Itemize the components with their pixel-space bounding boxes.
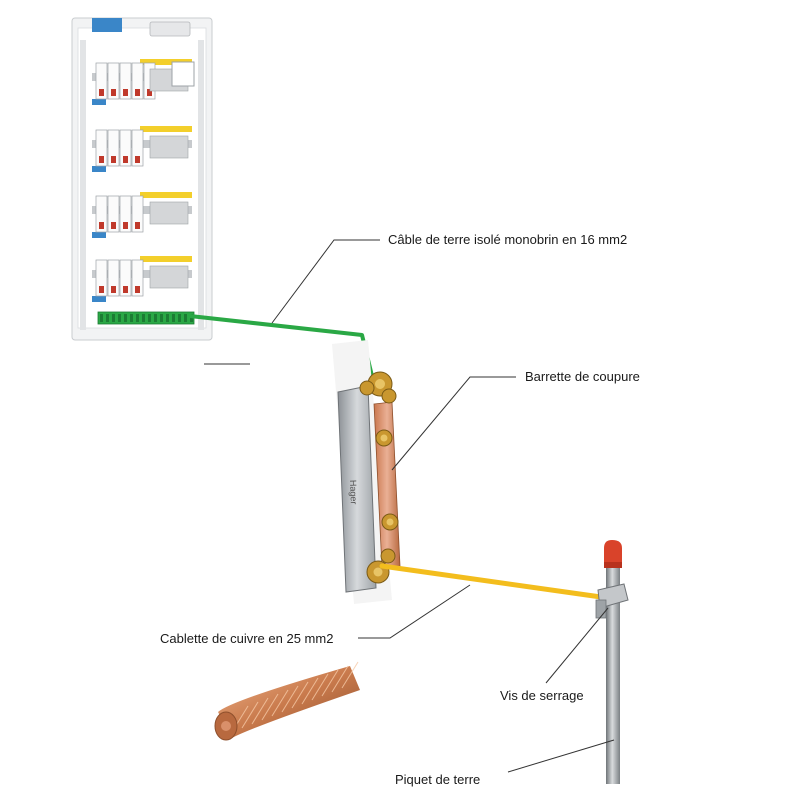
- label-earth-cable: Câble de terre isolé monobrin en 16 mm2: [388, 232, 627, 247]
- disconnect-bar-icon: Hager: [332, 340, 401, 604]
- copper-strand-wire: [379, 563, 611, 601]
- panel-row: [92, 256, 192, 302]
- label-copper-strand: Cablette de cuivre en 25 mm2: [160, 631, 333, 646]
- copper-strand-icon: [214, 661, 360, 741]
- leader-earth-cable: [271, 239, 380, 324]
- leader-earth-rod: [507, 739, 615, 773]
- panel-row: [92, 126, 192, 172]
- callout-labels: Câble de terre isolé monobrin en 16 mm2 …: [160, 232, 640, 787]
- leader-disconnect-bar: [391, 376, 516, 471]
- brand-mark: Hager: [348, 480, 359, 505]
- electrical-panel-icon: [71, 17, 213, 341]
- panel-row: [92, 192, 192, 238]
- leader-copper-strand: [358, 584, 471, 639]
- leader-clamp-screw: [545, 607, 609, 684]
- label-disconnect-bar: Barrette de coupure: [525, 369, 640, 384]
- earth-rod-icon: [595, 540, 629, 784]
- label-clamp-screw: Vis de serrage: [500, 688, 584, 703]
- label-earth-rod: Piquet de terre: [395, 772, 480, 787]
- leader-lines: [204, 239, 615, 773]
- panel-row: [92, 59, 192, 105]
